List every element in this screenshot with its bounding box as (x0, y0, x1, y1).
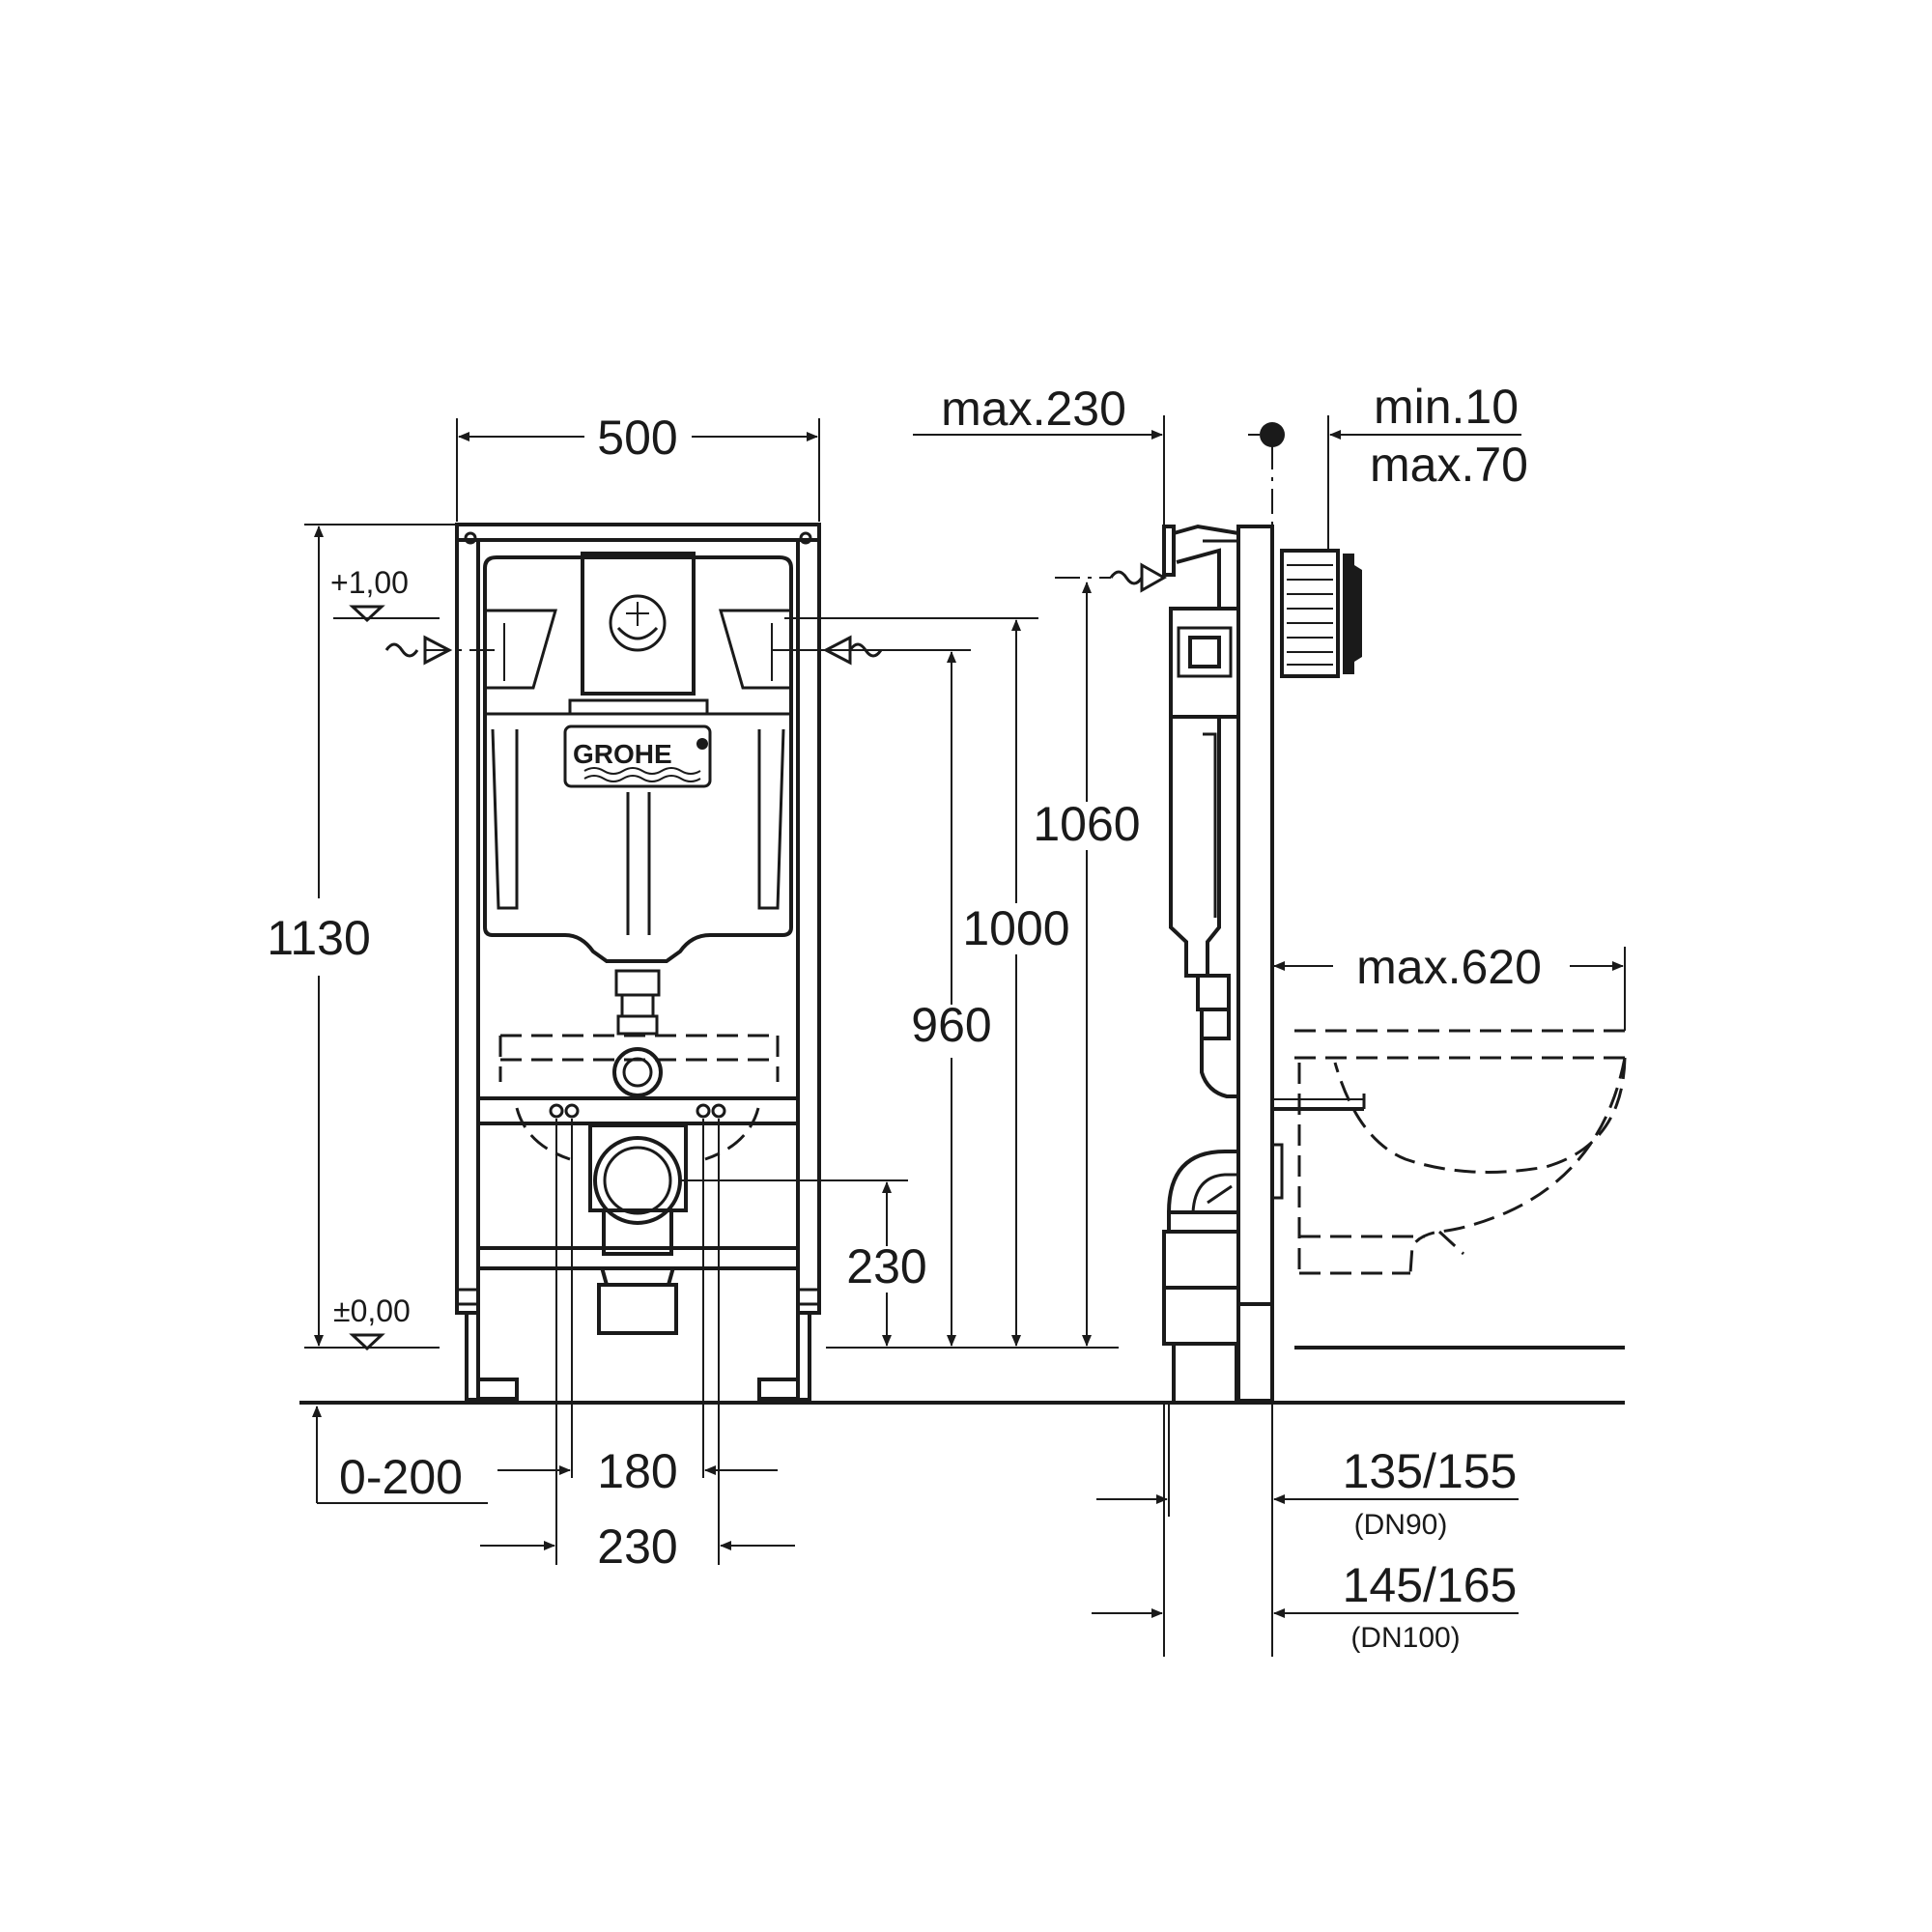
side-view: max.230 min.10 max.70 max.620 135/155 (D… (913, 380, 1627, 1657)
dn100-label: (DN100) (1350, 1622, 1460, 1654)
dn90-label: (DN90) (1354, 1509, 1448, 1541)
level-top-label: +1,00 (330, 565, 409, 600)
max-label: max.70 (1370, 438, 1528, 492)
dim-max-620: max.620 (1273, 940, 1626, 1031)
dim-1000: 1000 (784, 617, 1070, 1347)
wc-outline-side (1294, 1029, 1627, 1275)
dim-1060: 1060 (1033, 582, 1141, 1347)
dim-max-230: max.230 (913, 382, 1165, 526)
inner-spacing-label: 180 (597, 1444, 677, 1498)
bowl-outline-front (498, 1034, 780, 1161)
level-marks: +1,00 ±0,00 (304, 524, 457, 1351)
dim-inlet-960: 960 (784, 649, 992, 1347)
dim-spacing-230: 230 (480, 1119, 795, 1574)
drain-connection (549, 1103, 726, 1335)
dim-min-max: min.10 max.70 (1248, 380, 1528, 551)
side-frame (1055, 422, 1366, 1403)
dim-dn100: 145/165 (DN100) (1092, 1403, 1519, 1657)
outer-spacing-label: 230 (597, 1520, 677, 1574)
drain-height-label: 230 (846, 1239, 926, 1293)
dim-width-500: 500 (456, 411, 820, 522)
dn100-dim-label: 145/165 (1343, 1558, 1518, 1612)
cistern: GROHE (483, 552, 793, 1097)
dim-drain-230: 230 (681, 1179, 1119, 1349)
dim-dn90: 135/155 (DN90) (1096, 1403, 1519, 1657)
projection-label: max.620 (1356, 940, 1542, 994)
height-label: 1130 (267, 911, 371, 965)
max-depth-label: max.230 (941, 382, 1126, 436)
dn90-dim-label: 135/155 (1343, 1444, 1518, 1498)
front-view: GROHE (267, 411, 1625, 1574)
inlet-height-label: 960 (911, 998, 991, 1052)
dim-floor-adjust: 0-200 (312, 1406, 488, 1504)
grohe-logo-text: GROHE (573, 739, 672, 769)
min-label: min.10 (1374, 380, 1519, 434)
dim-height-1130: 1130 (267, 526, 371, 1347)
width-label: 500 (597, 411, 677, 465)
frame-mark-label: 1000 (962, 901, 1069, 955)
dim-spacing-180: 180 (497, 1119, 778, 1498)
floor-adjust-label: 0-200 (339, 1450, 463, 1504)
top-height-label: 1060 (1033, 797, 1140, 851)
level-zero-label: ±0,00 (333, 1293, 411, 1328)
front-frame (455, 523, 821, 1402)
